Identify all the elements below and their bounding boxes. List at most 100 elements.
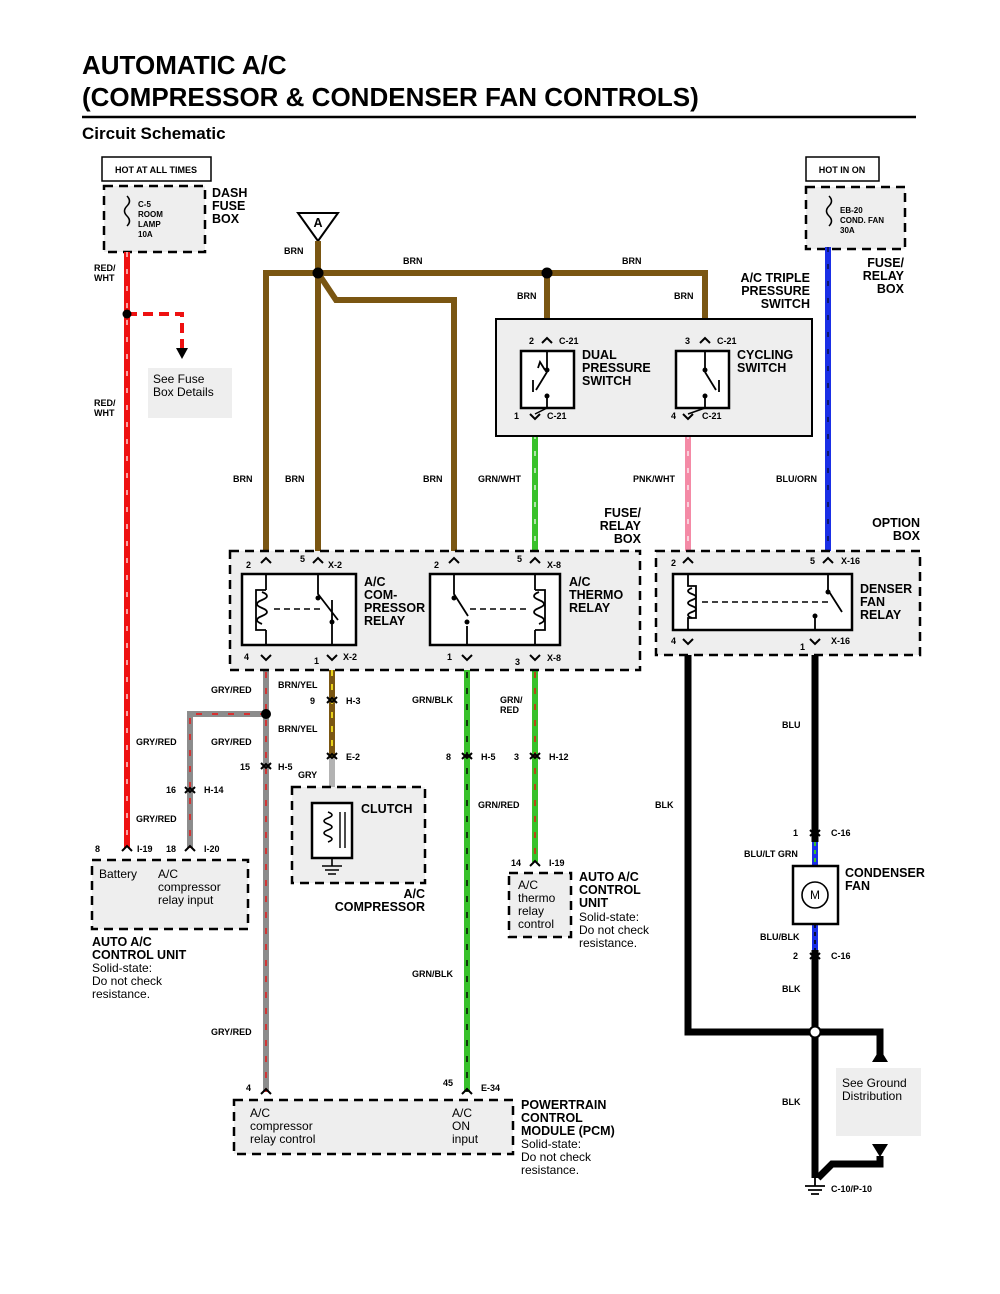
pcm-label: POWERTRAIN CONTROL MODULE (PCM) Solid-st… (521, 1098, 615, 1177)
auto-ac-thermo-unit-label: AUTO A/C CONTROL UNIT Solid-state: Do no… (579, 870, 650, 950)
ac-compressor-label: A/C COMPRESSOR (335, 887, 425, 914)
svg-text:A/C: A/C (250, 1106, 270, 1120)
svg-text:resistance.: resistance. (92, 987, 150, 1001)
svg-text:EB-20: EB-20 (840, 206, 863, 215)
clutch-label: CLUTCH (361, 802, 412, 816)
relay-contact (329, 619, 335, 625)
compressor-relay-input-label: A/C compressor relay input (158, 867, 221, 907)
svg-text:45: 45 (443, 1078, 453, 1088)
pcm-ac-on-input-label: A/C ON input (452, 1106, 479, 1146)
wire-label-gry-red: GRY/RED (136, 737, 177, 747)
svg-text:H-3: H-3 (346, 696, 361, 706)
svg-text:E-2: E-2 (346, 752, 360, 762)
relay-coil-icon (256, 591, 268, 625)
svg-text:1: 1 (800, 642, 805, 652)
wire-label-gry-red: GRY/RED (211, 737, 252, 747)
c21-pin-labels: 2 C-21 3 C-21 1 C-21 4 C-21 (514, 336, 737, 421)
svg-text:RED/: RED/ (94, 263, 116, 273)
svg-text:1: 1 (447, 652, 452, 662)
svg-text:15: 15 (240, 762, 250, 772)
svg-text:FAN: FAN (845, 879, 870, 893)
connector-a-icon (296, 212, 340, 243)
fuse-icon (825, 195, 833, 227)
fuse-c5-label: C-5 ROOM LAMP 10A (138, 200, 163, 239)
svg-text:RELAY: RELAY (569, 601, 611, 615)
cond-fan-fuse-box (804, 185, 907, 251)
svg-text:I-20: I-20 (204, 844, 220, 854)
svg-text:COMPRESSOR: COMPRESSOR (335, 900, 425, 914)
clutch-coil-icon (323, 811, 333, 843)
wire-label-brn: BRN (285, 474, 305, 484)
ac-thermo-relay-label: A/C THERMO RELAY (569, 575, 623, 615)
see-ground-note (836, 1068, 921, 1136)
svg-text:X-16: X-16 (841, 556, 860, 566)
ac-compressor-relay-icon (240, 572, 358, 647)
motor-icon (801, 881, 829, 909)
svg-text:A/C TRIPLE: A/C TRIPLE (741, 271, 810, 285)
arrow-up-icon (872, 1049, 888, 1062)
see-ground-text: Distribution (842, 1089, 902, 1103)
svg-text:2: 2 (671, 558, 676, 568)
svg-text:CONDENSER: CONDENSER (845, 866, 925, 880)
relay-internal-icon (255, 574, 546, 645)
wire-label-gry: GRY (298, 770, 317, 780)
fuse-icon (123, 195, 131, 227)
switch-contact-icon (544, 393, 550, 399)
title-line-2: (COMPRESSOR & CONDENSER FAN CONTROLS) (82, 82, 699, 112)
wire-blk (684, 642, 884, 1181)
pcm-compressor-relay-control-label: A/C compressor relay control (250, 1106, 315, 1146)
svg-text:3: 3 (685, 336, 690, 346)
cycling-switch-icon (674, 349, 731, 410)
wire-label-blu-lt-grn: BLU/LT GRN (744, 849, 798, 859)
see-fuse-box-text: Box Details (153, 385, 214, 399)
svg-text:SWITCH: SWITCH (582, 374, 631, 388)
svg-text:C-21: C-21 (702, 411, 722, 421)
svg-text:WHT: WHT (94, 273, 115, 283)
wire-red-dashed (127, 312, 184, 352)
hot-in-on-label: HOT IN ON (819, 165, 866, 175)
hot-at-all-times-label: HOT AT ALL TIMES (115, 165, 197, 175)
svg-text:FUSE: FUSE (212, 199, 245, 213)
svg-text:RELAY: RELAY (863, 269, 905, 283)
svg-text:3: 3 (514, 752, 519, 762)
svg-text:resistance.: resistance. (579, 936, 637, 950)
svg-text:1: 1 (514, 411, 519, 421)
svg-text:A/C: A/C (518, 878, 538, 892)
svg-text:C-21: C-21 (559, 336, 579, 346)
svg-text:I-19: I-19 (137, 844, 153, 854)
wire-label-grn-red: GRN/RED (478, 800, 520, 810)
option-box-pin-labels: 2 5 X-16 4 1 X-16 (671, 556, 860, 652)
svg-text:BOX: BOX (877, 282, 905, 296)
battery-input-label: Battery (99, 867, 137, 881)
svg-text:WHT: WHT (94, 408, 115, 418)
wire-label-brn: BRN (403, 256, 423, 266)
svg-text:CONTROL: CONTROL (579, 883, 641, 897)
svg-text:C-10/P-10: C-10/P-10 (831, 1184, 872, 1194)
splice (312, 267, 324, 279)
svg-text:C-16: C-16 (831, 828, 851, 838)
svg-text:FUSE/: FUSE/ (604, 506, 641, 520)
fuse-eb20-label: EB-20 COND. FAN 30A (840, 206, 884, 235)
ground-icon (322, 858, 342, 875)
clutch-coil-icon (310, 801, 354, 860)
wire-label-grn-wht: GRN/WHT (478, 474, 521, 484)
wire-label-blu-blk: BLU/BLK (760, 932, 800, 942)
arrow-down-icon (872, 1144, 888, 1157)
arrow-down-icon (176, 348, 188, 359)
svg-text:input: input (452, 1132, 479, 1146)
auto-ac-control-unit-label: AUTO A/C CONTROL UNIT Solid-state: Do no… (92, 935, 187, 1001)
svg-text:5: 5 (810, 556, 815, 566)
svg-text:Solid-state:: Solid-state: (521, 1137, 581, 1151)
svg-text:CONTROL: CONTROL (521, 1111, 583, 1125)
relay-coil-icon (533, 591, 545, 625)
svg-text:5: 5 (300, 554, 305, 564)
fuse-relay-box-right-label: FUSE/ RELAY BOX (863, 256, 905, 296)
wire-label-grn-blk: GRN/BLK (412, 969, 453, 979)
svg-text:X-2: X-2 (328, 560, 342, 570)
wire-label-blu: BLU (782, 720, 801, 730)
dash-fuse-box-label: DASH FUSE BOX (212, 186, 247, 226)
svg-text:PRESSURE: PRESSURE (582, 361, 651, 375)
wire-label-blk: BLK (655, 800, 674, 810)
svg-text:DASH: DASH (212, 186, 247, 200)
